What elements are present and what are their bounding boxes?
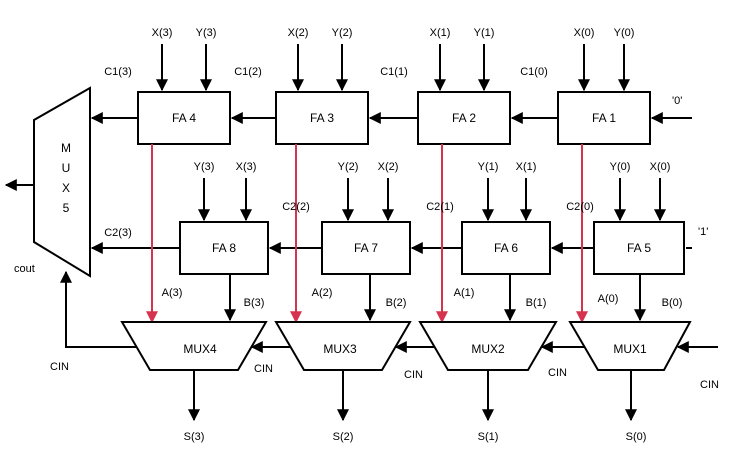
fa1-x-input-label: X(0) xyxy=(574,27,595,39)
mux1-cin-label: CIN xyxy=(548,367,567,379)
c2-1-label: C2(1) xyxy=(426,201,454,213)
b-input-wires xyxy=(224,274,646,322)
c2-2-label: C2(2) xyxy=(282,201,310,213)
fa8-x-input-label: X(3) xyxy=(236,161,257,173)
mux5-block xyxy=(33,86,91,278)
fa2-label: FA 2 xyxy=(452,111,476,125)
mux3-block xyxy=(274,321,412,371)
mux3-cin-label: CIN xyxy=(254,363,273,375)
fa6-block xyxy=(461,221,551,275)
fa4-block xyxy=(137,91,231,145)
mux1-label: MUX1 xyxy=(613,342,647,356)
mux1-a-label: A(0) xyxy=(598,293,619,305)
mux4-b-label: B(3) xyxy=(244,297,265,309)
mux2-block xyxy=(418,321,558,371)
fa3-label: FA 3 xyxy=(310,111,334,125)
sum-2-label: S(2) xyxy=(333,431,354,443)
fa5-x-input-label: X(0) xyxy=(650,161,671,173)
fa3-x-input-label: X(2) xyxy=(288,27,309,39)
fa5-block xyxy=(593,221,685,275)
fa7-block xyxy=(321,221,411,275)
cin-left-label: CIN xyxy=(50,361,69,373)
mux5-letter-1: M xyxy=(61,141,71,155)
carry-in-one-label: '1' xyxy=(698,226,708,238)
mux2-cin-label: CIN xyxy=(404,369,423,381)
fa5-y-input-label: Y(0) xyxy=(610,161,631,173)
mux1-b-label: B(0) xyxy=(662,297,683,309)
c1-3-label: C1(3) xyxy=(104,66,132,78)
mux3-b-label: B(2) xyxy=(386,297,407,309)
fa4-y-input-label: Y(3) xyxy=(196,27,217,39)
mux4-block xyxy=(120,321,268,371)
c1-2-label: C1(2) xyxy=(234,66,262,78)
mux1-block xyxy=(568,321,692,371)
fa7-y-input-label: Y(2) xyxy=(338,161,359,173)
fa8-y-input-label: Y(3) xyxy=(194,161,215,173)
mux2-b-label: B(1) xyxy=(526,297,547,309)
fa7-label: FA 7 xyxy=(354,241,378,255)
fa4-x-input-label: X(3) xyxy=(152,27,173,39)
c1-0-label: C1(0) xyxy=(520,66,548,78)
carry-in-zero-label: '0' xyxy=(672,95,682,107)
bottom-input-wires xyxy=(198,178,666,222)
sum-1-label: S(1) xyxy=(478,431,499,443)
sum-3-label: S(3) xyxy=(184,431,205,443)
fa1-label: FA 1 xyxy=(592,111,616,125)
cin-right-label: CIN xyxy=(700,379,719,391)
mux2-label: MUX2 xyxy=(471,342,505,356)
fa5-label: FA 5 xyxy=(627,241,651,255)
sum-0-label: S(0) xyxy=(626,431,647,443)
fa6-label: FA 6 xyxy=(494,241,518,255)
fa2-block xyxy=(417,91,511,145)
mux5-letter-2: U xyxy=(62,161,71,175)
fa1-y-input-label: Y(0) xyxy=(614,27,635,39)
fa2-x-input-label: X(1) xyxy=(430,27,451,39)
fa1-block xyxy=(557,91,651,145)
c2-0-label: C2(0) xyxy=(566,201,594,213)
c2-3-label: C2(3) xyxy=(104,227,132,239)
fa6-x-input-label: X(1) xyxy=(516,161,537,173)
mux5-letter-4: 5 xyxy=(63,201,70,215)
cout-label: cout xyxy=(14,263,35,275)
fa2-y-input-label: Y(1) xyxy=(474,27,495,39)
sum-output-wires xyxy=(188,370,637,422)
mux3-label: MUX3 xyxy=(323,342,357,356)
fa8-label: FA 8 xyxy=(212,241,236,255)
mux3-a-label: A(2) xyxy=(312,287,333,299)
fa6-y-input-label: Y(1) xyxy=(478,161,499,173)
fa4-label: FA 4 xyxy=(172,111,196,125)
mux4-label: MUX4 xyxy=(183,342,217,356)
fa3-y-input-label: Y(2) xyxy=(332,27,353,39)
fa8-block xyxy=(179,221,269,275)
cin-chain-wires xyxy=(60,270,718,353)
fa7-x-input-label: X(2) xyxy=(378,161,399,173)
top-input-wires xyxy=(156,44,630,92)
mux5-letter-3: X xyxy=(62,181,70,195)
mux2-a-label: A(1) xyxy=(454,287,475,299)
carry-select-wires xyxy=(146,144,588,324)
c1-1-label: C1(1) xyxy=(380,66,408,78)
mux4-a-label: A(3) xyxy=(162,287,183,299)
